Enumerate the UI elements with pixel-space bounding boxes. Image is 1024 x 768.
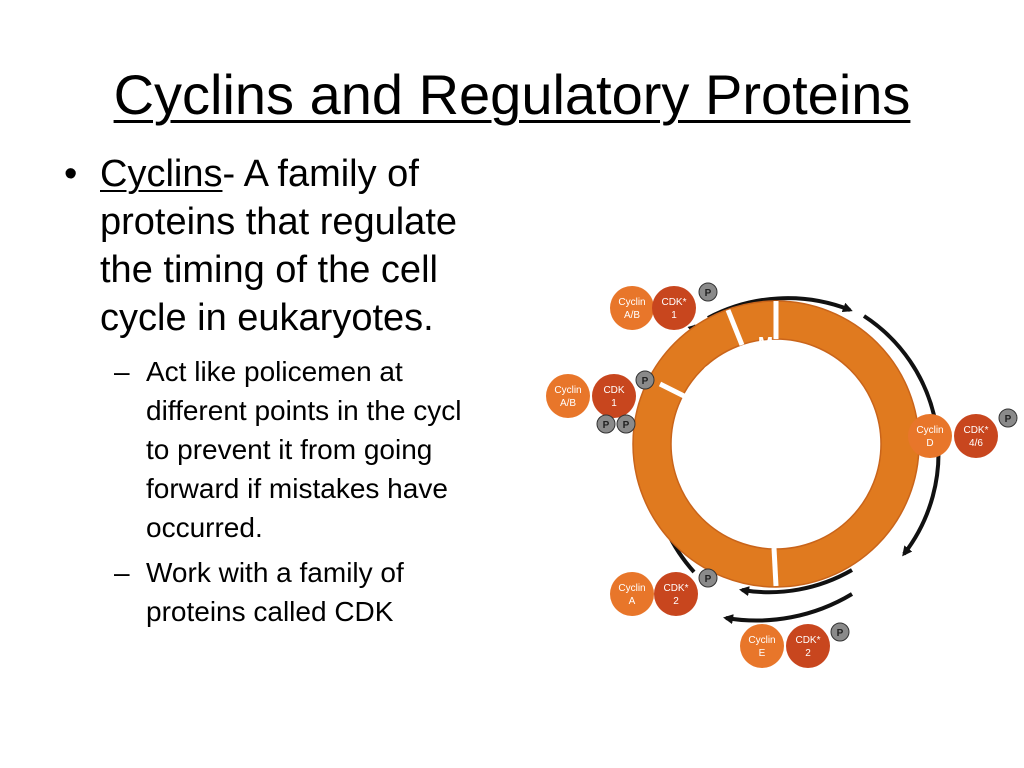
cyclin-a-blob [610,572,654,616]
cycle-arrow-bottom [739,568,853,597]
svg-text:A: A [629,596,636,607]
cyclin-ab-blob [610,286,654,330]
complex-cyclin-a-cdk2: Cyclin A CDK* 2 P [610,568,718,616]
phase-label-m: M [758,334,773,354]
svg-text:Cyclin: Cyclin [554,385,581,396]
svg-text:1: 1 [611,398,617,409]
complex-cyclin-d-cdk46: Cyclin D CDK* 4/6 P [908,408,1018,458]
sub-bullet-dash: – [114,557,130,588]
divider-m-g2 [725,309,745,346]
slide-content: • Cyclins- A family of proteins that reg… [62,150,532,690]
sub-bullet-2-line-2: proteins called CDK [146,596,394,627]
svg-text:P: P [1005,414,1012,425]
phosphate-icon [698,282,718,302]
cdk1-blob [592,374,636,418]
complex-cyclin-e-cdk2: Cyclin E CDK* 2 P [740,622,850,668]
svg-text:Cyclin: Cyclin [916,425,943,436]
phosphate-icon [998,408,1018,428]
svg-text:CDK*: CDK* [661,297,686,308]
svg-text:G: G [860,428,874,448]
sub-bullet-dash: – [114,356,130,387]
cyclin-ab-blob [546,374,590,418]
cyclin-d-blob [908,414,952,458]
svg-text:P: P [642,376,649,387]
definition-line-4: cycle in eukaryotes. [100,297,434,339]
svg-text:1: 1 [874,440,880,452]
phosphate-icon [635,370,655,390]
cdk2-blob [786,624,830,668]
definition-line-3: the timing of the cell [100,249,438,291]
sub-bullet-2-line-1: Work with a family of [146,557,404,588]
cdk46-blob [954,414,998,458]
cell-cycle-diagram: M G 2 G 1 S Cyclin A/B CDK* 1 P Cyclin A… [546,282,1018,668]
complex-cyclin-ab-cdk1-left: Cyclin A/B CDK 1 P P P [546,370,655,434]
divider-s-g1 [771,547,779,587]
svg-text:Cyclin: Cyclin [618,297,645,308]
svg-text:Cyclin: Cyclin [618,583,645,594]
sub-bullet-1-line-2: different points in the cycl [146,395,462,426]
sub-bullet-1-line-3: to prevent it from going [146,434,433,465]
definition-line-1: - A family of [222,153,419,195]
phosphate-icon [698,568,718,588]
svg-text:CDK: CDK [603,385,624,396]
sub-bullet-1-line-5: occurred. [146,512,263,543]
svg-text:D: D [926,438,933,449]
svg-text:2: 2 [805,648,811,659]
phase-label-s: S [696,480,708,500]
svg-text:P: P [603,420,610,431]
svg-text:4/6: 4/6 [969,438,983,449]
svg-text:CDK*: CDK* [963,425,988,436]
svg-text:1: 1 [671,310,677,321]
svg-text:A/B: A/B [624,310,640,321]
svg-text:CDK*: CDK* [663,583,688,594]
sub-bullet-policemen: – Act like policemen at different points… [100,352,532,547]
svg-text:P: P [705,288,712,299]
svg-text:2: 2 [673,596,679,607]
term-cyclins: Cyclins [100,153,223,195]
definition-line-2: proteins that regulate [100,201,458,243]
svg-text:Cyclin: Cyclin [748,635,775,646]
divider-g2-s [658,381,694,403]
svg-text:CDK*: CDK* [795,635,820,646]
complex-cyclin-ab-cdk1-top: Cyclin A/B CDK* 1 P [610,282,718,330]
slide-title: Cyclins and Regulatory Proteins [113,63,911,126]
svg-text:P: P [837,628,844,639]
bullet-cyclins: • Cyclins- A family of proteins that reg… [62,150,532,342]
phosphate-icon [596,414,616,434]
sub-bullet-1-line-1: Act like policemen at [146,356,403,387]
svg-text:P: P [623,420,630,431]
cdk2-blob [654,572,698,616]
svg-text:E: E [759,648,766,659]
cdk1-blob [652,286,696,330]
sub-bullet-1-line-4: forward if mistakes have [146,473,448,504]
cycle-arrow-outer-bottom [723,592,854,625]
phosphate-icon [616,414,636,434]
sub-bullet-cdk: – Work with a family of proteins called … [100,553,532,631]
svg-text:P: P [705,574,712,585]
sub-bullet-list: – Act like policemen at different points… [62,352,532,631]
svg-text:A/B: A/B [560,398,576,409]
bullet-dot: • [64,153,78,195]
phosphate-icon [830,622,850,642]
phase-label-g1: G 1 [860,428,880,452]
cyclin-e-blob [740,624,784,668]
